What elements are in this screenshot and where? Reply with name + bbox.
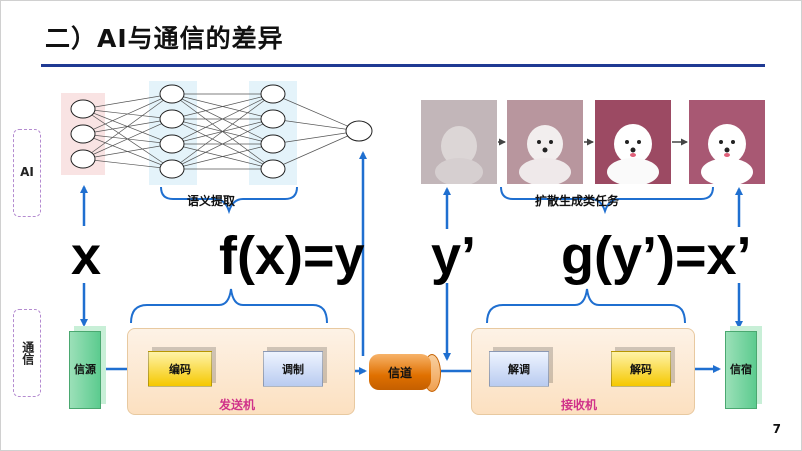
equation-x: x (71, 226, 102, 286)
transmitter-label: 发送机 (219, 398, 256, 412)
noisy-dog-image (421, 100, 497, 184)
dog-image-step-2 (507, 100, 583, 184)
clean-dog-image (689, 100, 765, 184)
sink-block: 信宿 (725, 331, 757, 409)
title-divider (41, 64, 765, 67)
receiver-label: 接收机 (561, 398, 598, 412)
modulate-block: 调制 (263, 351, 323, 387)
page-number: 7 (772, 422, 781, 436)
equation-y-prime: y’ (431, 226, 477, 286)
semantic-extraction-label: 语义提取 (187, 194, 236, 208)
braces (130, 186, 714, 324)
source-block: 信源 (69, 331, 101, 409)
page-title: 二）AI与通信的差异 (45, 24, 284, 53)
encode-block: 编码 (148, 351, 212, 387)
channel-block: 信道 (369, 354, 431, 390)
nn-connections (82, 93, 360, 170)
nn-nodes (70, 84, 373, 179)
comm-row-label: 通信 (13, 309, 41, 397)
vertical-arrows (80, 151, 743, 361)
decode-block: 解码 (611, 351, 671, 387)
diffusion-generation-label: 扩散生成类任务 (535, 194, 620, 208)
equation-f: f(x)=y (219, 226, 365, 286)
equation-g: g(y’)=x’ (561, 226, 752, 286)
ai-row-label: AI (13, 129, 41, 217)
dog-image-step-3 (595, 100, 671, 184)
demodulate-block: 解调 (489, 351, 549, 387)
